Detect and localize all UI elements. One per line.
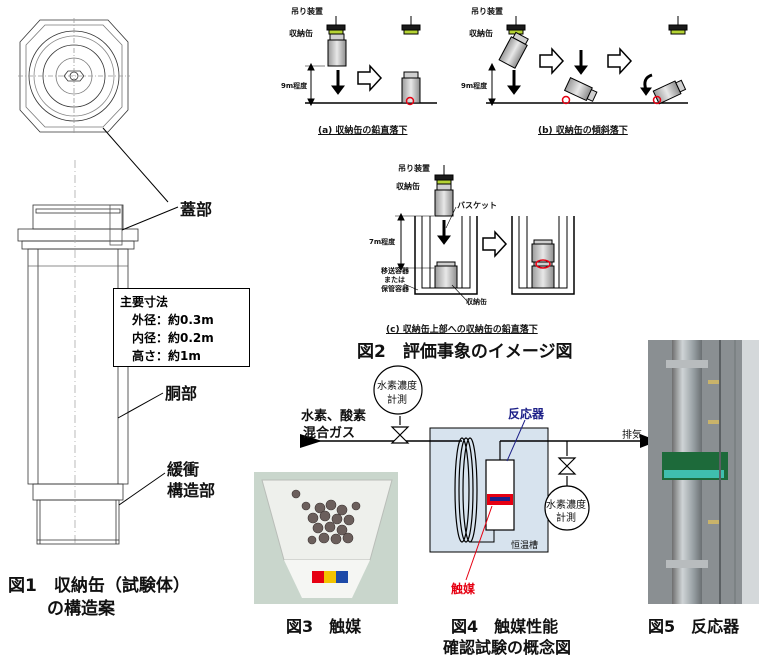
fig1-caption-1: 図1 収納缶（試験体） [8, 576, 190, 596]
dimension-inner: 内径：約0.2m [132, 331, 214, 345]
fig2b-caption: (b) 収納缶の傾斜落下 [538, 126, 628, 136]
buffer-label-1: 緩衝 [167, 460, 200, 479]
lid-label: 蓋部 [180, 200, 213, 219]
fig2b-hoist-label: 吊り装置 [471, 7, 503, 16]
catalyst-pellets [291, 489, 361, 545]
gas-label-1: 水素、酸素 [301, 409, 367, 424]
gas-label-2: 混合ガス [303, 426, 356, 441]
reactor-photo [648, 340, 759, 604]
container-label-3: 保管容器 [381, 285, 409, 293]
reactor-label: 反応器 [508, 407, 545, 421]
fig2c-diagram [395, 165, 575, 303]
canister-drawing [17, 18, 139, 545]
dimensions-title: 主要寸法 [120, 295, 169, 309]
fig1-leaders [102, 127, 179, 506]
container-label-2: または [384, 276, 405, 284]
fig2b-height-label: 9m程度 [461, 82, 488, 90]
dimension-height: 高さ：約1m [132, 349, 201, 363]
fig2c-caption: (c) 収納缶上部への収納缶の鉛直落下 [386, 325, 538, 335]
fig2a-hoist-label: 吊り装置 [291, 7, 323, 16]
dimension-outer: 外径：約0.3m [132, 313, 214, 327]
fig2b-canister-label: 収納缶 [469, 29, 493, 38]
fig2b-diagram [486, 16, 688, 107]
catalyst-photo [254, 472, 398, 604]
exhaust-label: 排気 [622, 430, 642, 441]
meter1-label-2: 計測 [387, 395, 407, 406]
fig2c-hoist-label: 吊り装置 [398, 164, 430, 173]
fig5-caption: 図5 反応器 [648, 617, 740, 636]
fig2c-height-label: 7m程度 [369, 238, 396, 246]
fig3-caption: 図3 触媒 [286, 617, 362, 636]
fig2a-height-label: 9m程度 [281, 82, 308, 90]
meter2-label-1: 水素濃度 [546, 500, 586, 511]
fig2-caption: 図2 評価事象のイメージ図 [357, 342, 573, 362]
meter1-label-1: 水素濃度 [377, 381, 417, 392]
fig1-caption-2: の構造案 [47, 599, 115, 619]
fig2a-canister-label: 収納缶 [289, 29, 313, 38]
fig4-caption-2: 確認試験の概念図 [443, 638, 572, 657]
basket-label: バスケット [457, 201, 497, 210]
dimensions-box: 主要寸法 外径：約0.3m 内径：約0.2m 高さ：約1m [113, 288, 250, 367]
fig4-caption-1: 図4 触媒性能 [451, 617, 559, 636]
bath-label: 恒温槽 [511, 541, 539, 551]
test-schematic [300, 365, 658, 581]
buffer-label-2: 構造部 [167, 481, 216, 500]
fig2c-canister-label: 収納缶 [396, 182, 420, 191]
catalyst-label: 触媒 [451, 582, 476, 596]
fig2a-caption: (a) 収納缶の鉛直落下 [318, 126, 408, 136]
meter2-label-2: 計測 [556, 513, 576, 524]
container-label-1: 移送容器 [381, 267, 409, 275]
fig2a-diagram [305, 16, 437, 107]
fig2c-canister-bottom-label: 収納缶 [466, 298, 487, 306]
body-label: 胴部 [165, 384, 198, 403]
